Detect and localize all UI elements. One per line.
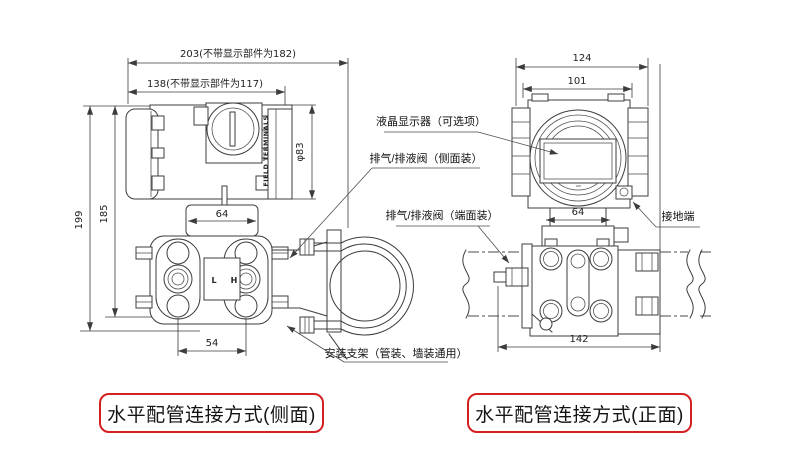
u-bolt-outer	[340, 236, 414, 336]
callout-vent-valve-side: 排气/排液阀（侧面装）	[289, 151, 483, 259]
dim-text-185: 185	[99, 204, 110, 223]
dim-text-101: 101	[567, 76, 586, 87]
vent-valve-end-stem	[493, 271, 507, 283]
dim-text-64-side: 64	[216, 209, 229, 220]
vent-valve-side-label: 排气/排液阀（侧面装）	[369, 151, 482, 165]
dim-flange-width: 142	[497, 286, 660, 352]
callout-ground-terminal: 接地端	[632, 201, 700, 228]
pipe-cross-section	[329, 250, 401, 322]
mounting-bracket-label: 安装支架（管装、墙装通用）	[325, 346, 468, 360]
dim-overall-width-side: 203(不带显示部件为182)	[127, 47, 349, 228]
vent-plug	[221, 185, 228, 206]
dim-cap-diameter: φ83	[292, 104, 316, 200]
port-label-high: H	[231, 276, 238, 285]
dim-text-54: 54	[206, 338, 219, 349]
side-view-drawing: 203(不带显示部件为182) 138(不带显示部件为117) 199 185	[74, 47, 483, 363]
callout-lcd-display: 液晶显示器（可选项）	[376, 114, 559, 155]
dim-port-spacing: 54	[177, 318, 247, 356]
technical-drawing-canvas: 203(不带显示部件为182) 138(不带显示部件为117) 199 185	[74, 47, 714, 363]
dim-text-138: 138(不带显示部件为117)	[147, 77, 263, 90]
callout-vent-valve-end: 排气/排液阀（端面装）	[385, 208, 510, 264]
caption-side-view: 水平配管连接方式(侧面)	[99, 393, 324, 433]
dim-neck-width-front: 64	[546, 207, 610, 224]
front-view-drawing: 124 101	[376, 53, 714, 352]
caption-side-view-text: 水平配管连接方式(侧面)	[107, 404, 316, 426]
process-flange-side: L H	[135, 235, 289, 325]
ground-lug	[615, 185, 633, 200]
caption-front-view: 水平配管连接方式(正面)	[467, 393, 692, 433]
u-bolt-inner	[340, 243, 407, 329]
housing-front	[511, 93, 649, 249]
cover-screw-slot	[229, 111, 236, 147]
left-end-cap	[511, 107, 531, 197]
lcd-display-label: 液晶显示器（可选项）	[376, 114, 486, 128]
vent-valve-end-label: 排气/排液阀（端面装）	[385, 208, 498, 222]
dim-text-64-front: 64	[572, 207, 585, 218]
neck-side: 64	[185, 185, 259, 237]
dim-text-203: 203(不带显示部件为182)	[180, 47, 296, 60]
housing-side: FIELD TERMINALS	[125, 102, 293, 200]
dim-text-142: 142	[569, 334, 588, 345]
ground-terminal-label: 接地端	[662, 210, 695, 223]
bracket-plate	[326, 229, 342, 333]
callout-mounting-bracket: 安装支架（管装、墙装通用）	[286, 325, 468, 363]
dim-text-phi83: φ83	[295, 142, 306, 161]
port-label-low: L	[211, 276, 216, 285]
lcd-display	[539, 138, 617, 184]
dim-text-199: 199	[74, 210, 85, 229]
process-flange-front	[493, 238, 661, 337]
mounting-bracket-clamp	[271, 229, 414, 360]
field-terminals-text: FIELD TERMINALS	[262, 115, 270, 186]
caption-front-view-text: 水平配管连接方式(正面)	[475, 404, 684, 426]
dim-body-width-front: 101	[522, 76, 633, 98]
dim-text-124: 124	[572, 53, 591, 64]
vent-valve-end-fitting	[505, 267, 529, 287]
right-end-cap	[627, 107, 649, 197]
horizontal-pipe	[462, 249, 714, 319]
